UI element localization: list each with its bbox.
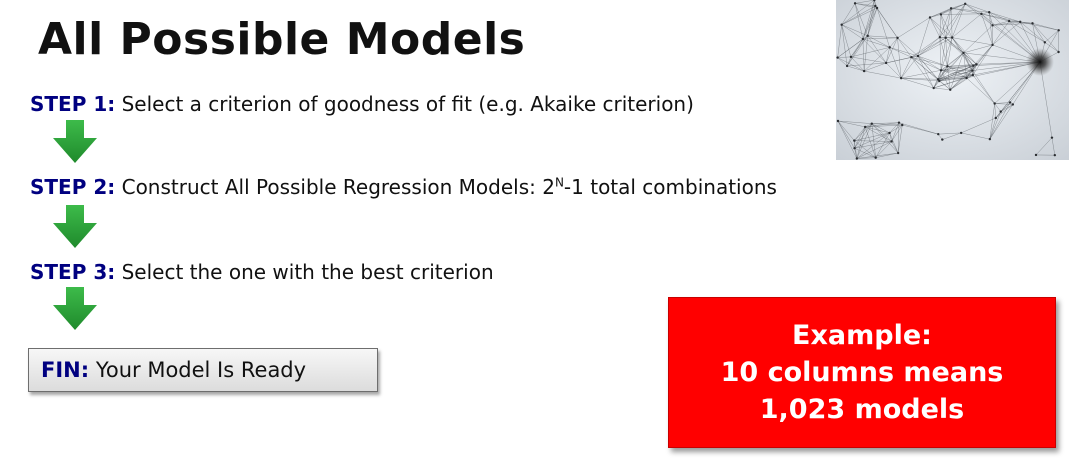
example-callout: Example: 10 columns means 1,023 models: [668, 297, 1056, 448]
step-1-text: Select a criterion of goodness of fit (e…: [121, 92, 694, 116]
down-arrow-icon: [53, 120, 97, 163]
example-heading: Example:: [792, 320, 932, 351]
final-step-label: FIN:: [41, 358, 90, 382]
step-2-text: Construct All Possible Regression Models…: [121, 175, 555, 199]
step-2-label: STEP 2:: [30, 175, 116, 199]
slide-title: All Possible Models: [38, 14, 526, 65]
step-2-superscript: N: [554, 175, 564, 190]
step-1: STEP 1: Select a criterion of goodness o…: [30, 92, 694, 116]
step-2: STEP 2: Construct All Possible Regressio…: [30, 175, 777, 199]
step-3-text: Select the one with the best criterion: [121, 260, 494, 284]
step-2-text-after: -1 total combinations: [563, 175, 777, 199]
step-1-label: STEP 1:: [30, 92, 116, 116]
final-step-text: Your Model Is Ready: [95, 358, 307, 382]
example-line-columns: 10 columns means: [720, 357, 1004, 388]
network-graph-image: [836, 0, 1069, 160]
down-arrow-icon: [53, 287, 97, 330]
step-3: STEP 3: Select the one with the best cri…: [30, 260, 494, 284]
step-3-label: STEP 3:: [30, 260, 116, 284]
down-arrow-icon: [53, 205, 97, 248]
final-step-box: FIN: Your Model Is Ready: [28, 348, 378, 392]
example-line-models: 1,023 models: [759, 394, 965, 425]
